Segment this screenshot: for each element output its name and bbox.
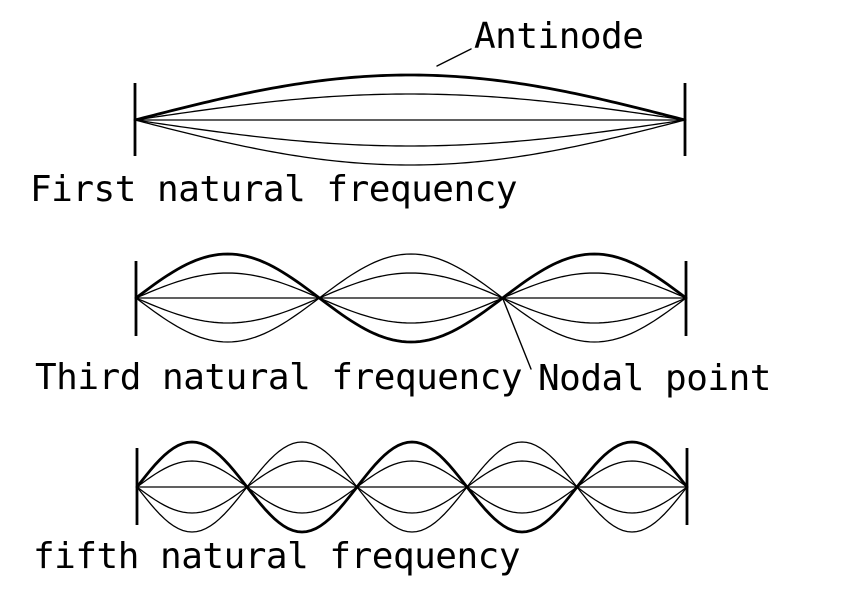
wave-envelope-mid-mirror [135,272,687,324]
wave-envelope-mid-mirror [134,119,686,147]
antinode-leader-line [436,48,472,67]
wave-envelope-max-mirror [136,441,688,533]
wave-envelope-mid-mirror [136,460,688,514]
wave-envelope-mid [136,460,688,514]
caption-first-natural-frequency: First natural frequency [30,169,518,210]
wave-envelope-mid [134,93,686,121]
caption-fifth-natural-frequency: fifth natural frequency [33,536,521,577]
wave-envelope-max-mirror [134,119,686,166]
diagram-mode-5 [135,440,689,534]
wave-envelope-max [134,252,688,344]
diagram-mode-1 [133,73,687,166]
caption-third-natural-frequency: Third natural frequency [35,357,523,398]
nodal-point-label: Nodal point [538,358,771,399]
antinode-label: Antinode [474,16,644,57]
wave-envelope-max [135,440,689,534]
diagram-mode-3 [134,252,688,344]
wave-envelope-mid [135,272,687,324]
wave-envelope-max [133,73,687,122]
wave-envelope-max-mirror [135,253,687,343]
nodal-point-leader-line [502,298,532,370]
